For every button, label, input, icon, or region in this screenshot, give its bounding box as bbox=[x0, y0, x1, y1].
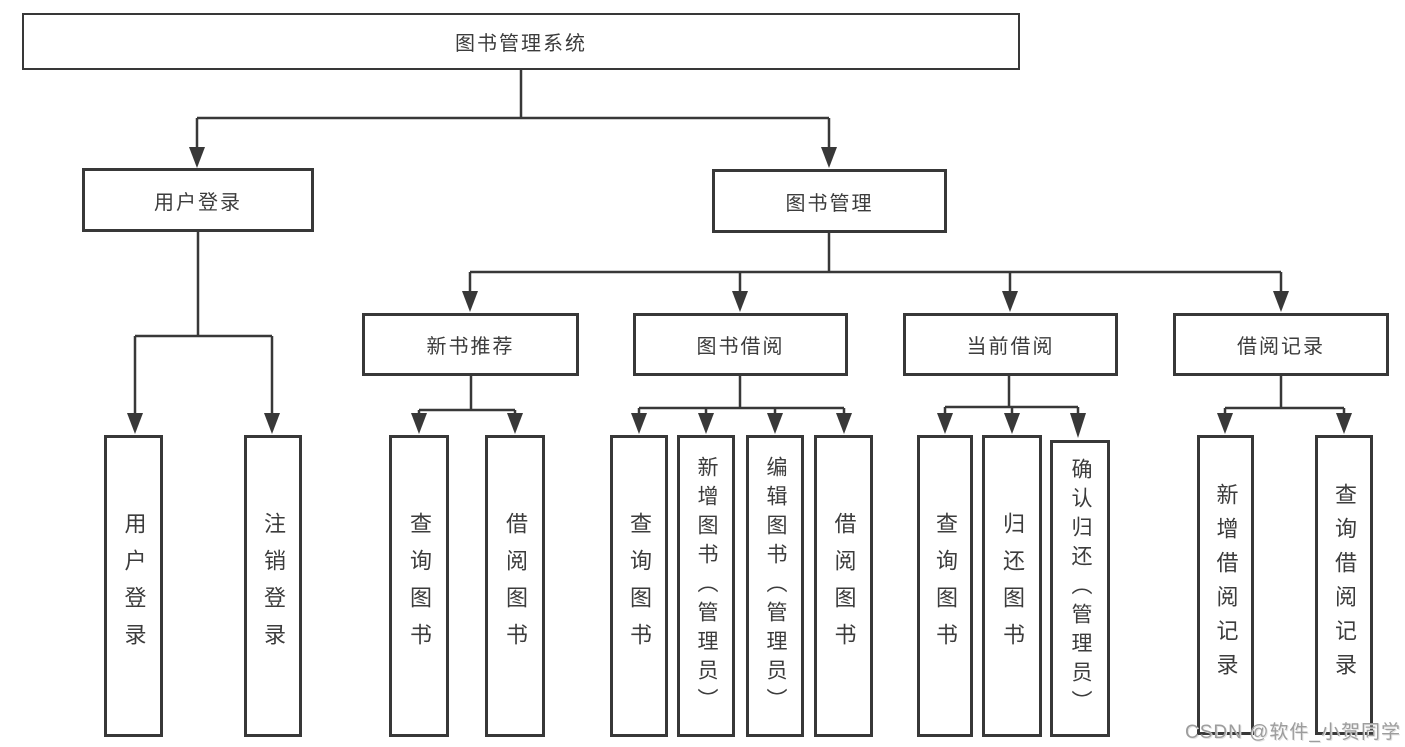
leaf-user-login: 用户登录 bbox=[104, 435, 163, 737]
node-new-book-recommend-label: 新书推荐 bbox=[426, 336, 515, 358]
node-current-borrow: 当前借阅 bbox=[903, 313, 1118, 376]
arrowhead bbox=[1273, 291, 1289, 312]
node-book-borrow-label: 图书借阅 bbox=[696, 336, 785, 358]
leaf-current-confirm-return-admin-label: 确认归还（管理员） bbox=[1069, 458, 1092, 719]
node-book-borrow: 图书借阅 bbox=[633, 313, 848, 376]
arrowhead bbox=[127, 413, 143, 434]
node-current-borrow-label: 当前借阅 bbox=[966, 336, 1055, 358]
connector-root-to-level2 bbox=[195, 70, 831, 150]
arrowhead bbox=[937, 413, 953, 434]
arrowhead bbox=[1004, 413, 1020, 434]
node-borrow-records: 借阅记录 bbox=[1173, 313, 1389, 376]
leaf-current-confirm-return-admin: 确认归还（管理员） bbox=[1050, 440, 1110, 737]
arrowhead bbox=[698, 413, 714, 434]
arrowhead bbox=[507, 413, 523, 434]
node-new-book-recommend: 新书推荐 bbox=[362, 313, 579, 376]
connector-book-mgmt-to-level3 bbox=[468, 233, 1283, 295]
leaf-borrow-add-books-admin: 新增图书（管理员） bbox=[677, 435, 735, 737]
arrowhead bbox=[189, 147, 205, 168]
node-system-root-label: 图书管理系统 bbox=[455, 33, 587, 55]
connector-paths bbox=[133, 70, 1346, 417]
leaf-records-query-borrow-record-label: 查询借阅记录 bbox=[1332, 483, 1357, 687]
arrowhead bbox=[462, 291, 478, 312]
arrowhead bbox=[821, 147, 837, 168]
leaf-current-query-books-label: 查询图书 bbox=[933, 512, 958, 660]
leaf-borrow-borrow-books-label: 借阅图书 bbox=[831, 512, 857, 660]
arrowhead bbox=[732, 291, 748, 312]
arrowhead bbox=[1070, 413, 1086, 438]
node-user-login: 用户登录 bbox=[82, 168, 314, 232]
connector-newbook-to-leaves bbox=[417, 376, 517, 417]
connector-current-to-leaves bbox=[943, 376, 1080, 417]
leaf-borrow-query-books: 查询图书 bbox=[610, 435, 668, 737]
leaf-records-query-borrow-record: 查询借阅记录 bbox=[1315, 435, 1373, 735]
csdn-watermark: CSDN @软件_小贺同学 bbox=[1185, 722, 1401, 743]
leaf-logout-label: 注销登录 bbox=[261, 512, 286, 660]
node-system-root: 图书管理系统 bbox=[22, 13, 1020, 70]
connector-borrow-to-leaves bbox=[637, 376, 846, 417]
leaf-current-return-books-label: 归还图书 bbox=[1000, 512, 1025, 660]
arrowhead bbox=[411, 413, 427, 434]
leaf-borrow-add-books-admin-label: 新增图书（管理员） bbox=[695, 455, 718, 717]
leaf-borrow-edit-books-admin-label: 编辑图书（管理员） bbox=[764, 455, 787, 717]
arrowhead bbox=[767, 413, 783, 434]
leaf-borrow-borrow-books: 借阅图书 bbox=[814, 435, 873, 737]
leaf-newbook-query-books: 查询图书 bbox=[389, 435, 449, 737]
arrowhead bbox=[1336, 413, 1352, 434]
node-book-management: 图书管理 bbox=[712, 169, 947, 233]
leaf-newbook-borrow-books-label: 借阅图书 bbox=[503, 512, 528, 660]
node-user-login-label: 用户登录 bbox=[154, 191, 242, 214]
node-borrow-records-label: 借阅记录 bbox=[1237, 336, 1325, 358]
arrowhead bbox=[631, 413, 647, 434]
leaf-current-return-books: 归还图书 bbox=[982, 435, 1042, 737]
leaf-borrow-edit-books-admin: 编辑图书（管理员） bbox=[746, 435, 804, 737]
arrowheads bbox=[127, 147, 1352, 438]
leaf-newbook-query-books-label: 查询图书 bbox=[407, 512, 432, 660]
arrowhead bbox=[264, 413, 280, 434]
leaf-borrow-query-books-label: 查询图书 bbox=[627, 512, 652, 660]
node-book-management-label: 图书管理 bbox=[785, 192, 874, 215]
arrowhead bbox=[1217, 413, 1233, 434]
arrowhead bbox=[836, 413, 852, 434]
connector-user-login-to-leaves bbox=[133, 232, 274, 416]
leaf-logout: 注销登录 bbox=[244, 435, 302, 737]
leaf-newbook-borrow-books: 借阅图书 bbox=[485, 435, 545, 737]
leaf-records-add-borrow-record-label: 新增借阅记录 bbox=[1213, 483, 1239, 687]
connector-records-to-leaves bbox=[1223, 376, 1346, 417]
leaf-records-add-borrow-record: 新增借阅记录 bbox=[1197, 435, 1254, 735]
leaf-current-query-books: 查询图书 bbox=[917, 435, 973, 737]
leaf-user-login-label: 用户登录 bbox=[121, 512, 147, 660]
arrowhead bbox=[1002, 291, 1018, 312]
